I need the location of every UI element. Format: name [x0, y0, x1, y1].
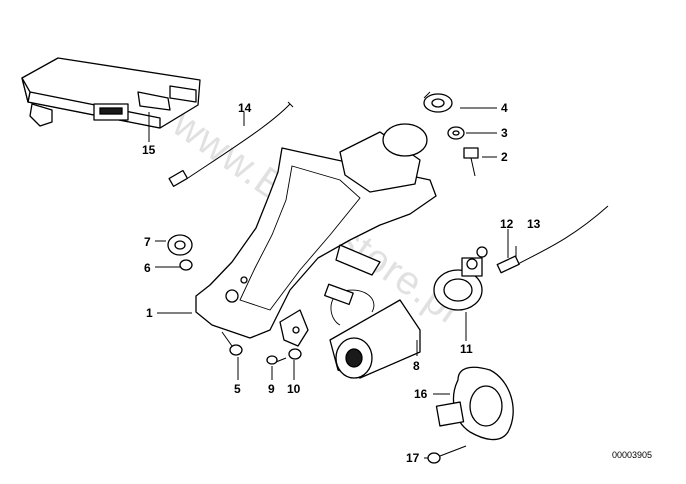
screw-part-2[interactable]: [463, 147, 479, 177]
bracket-part-16[interactable]: [435, 366, 514, 441]
cap-part-4[interactable]: [423, 91, 453, 113]
callout-14: 14: [238, 101, 252, 115]
screw-part-9[interactable]: [266, 355, 287, 365]
grommet-part-7[interactable]: [167, 234, 193, 256]
callout-4: 4: [501, 101, 508, 115]
callout-2: 2: [501, 150, 508, 164]
callout-9: 9: [268, 382, 275, 396]
cable-part-13[interactable]: [496, 205, 609, 274]
callout-16: 16: [414, 387, 428, 401]
callout-5: 5: [234, 382, 241, 396]
nut-part-6[interactable]: [179, 259, 193, 271]
bolt-part-5[interactable]: [221, 331, 243, 356]
callout-8: 8: [413, 359, 420, 373]
callout-17: 17: [406, 451, 420, 465]
callout-6: 6: [144, 261, 151, 275]
callout-11: 11: [460, 342, 473, 356]
callout-7: 7: [144, 235, 151, 249]
diagram-number: 00003905: [612, 450, 652, 460]
screw-part-17[interactable]: [427, 445, 467, 464]
control-unit-part-15[interactable]: [21, 57, 201, 129]
steering-column-bracket-part-1[interactable]: [195, 123, 437, 347]
callout-10: 10: [287, 382, 301, 396]
motor-part-8[interactable]: [324, 283, 421, 379]
ring-part-11[interactable]: [433, 257, 483, 311]
leader-lines: [148, 107, 517, 459]
washer-part-10[interactable]: [288, 348, 302, 360]
screw-part-12[interactable]: [476, 246, 488, 258]
washer-part-3[interactable]: [447, 126, 465, 140]
callout-12: 12: [500, 217, 514, 231]
callout-15: 15: [142, 143, 156, 157]
callout-1: 1: [146, 306, 153, 320]
callout-3: 3: [501, 126, 508, 140]
callout-13: 13: [527, 217, 541, 231]
cable-part-14[interactable]: [168, 101, 294, 187]
